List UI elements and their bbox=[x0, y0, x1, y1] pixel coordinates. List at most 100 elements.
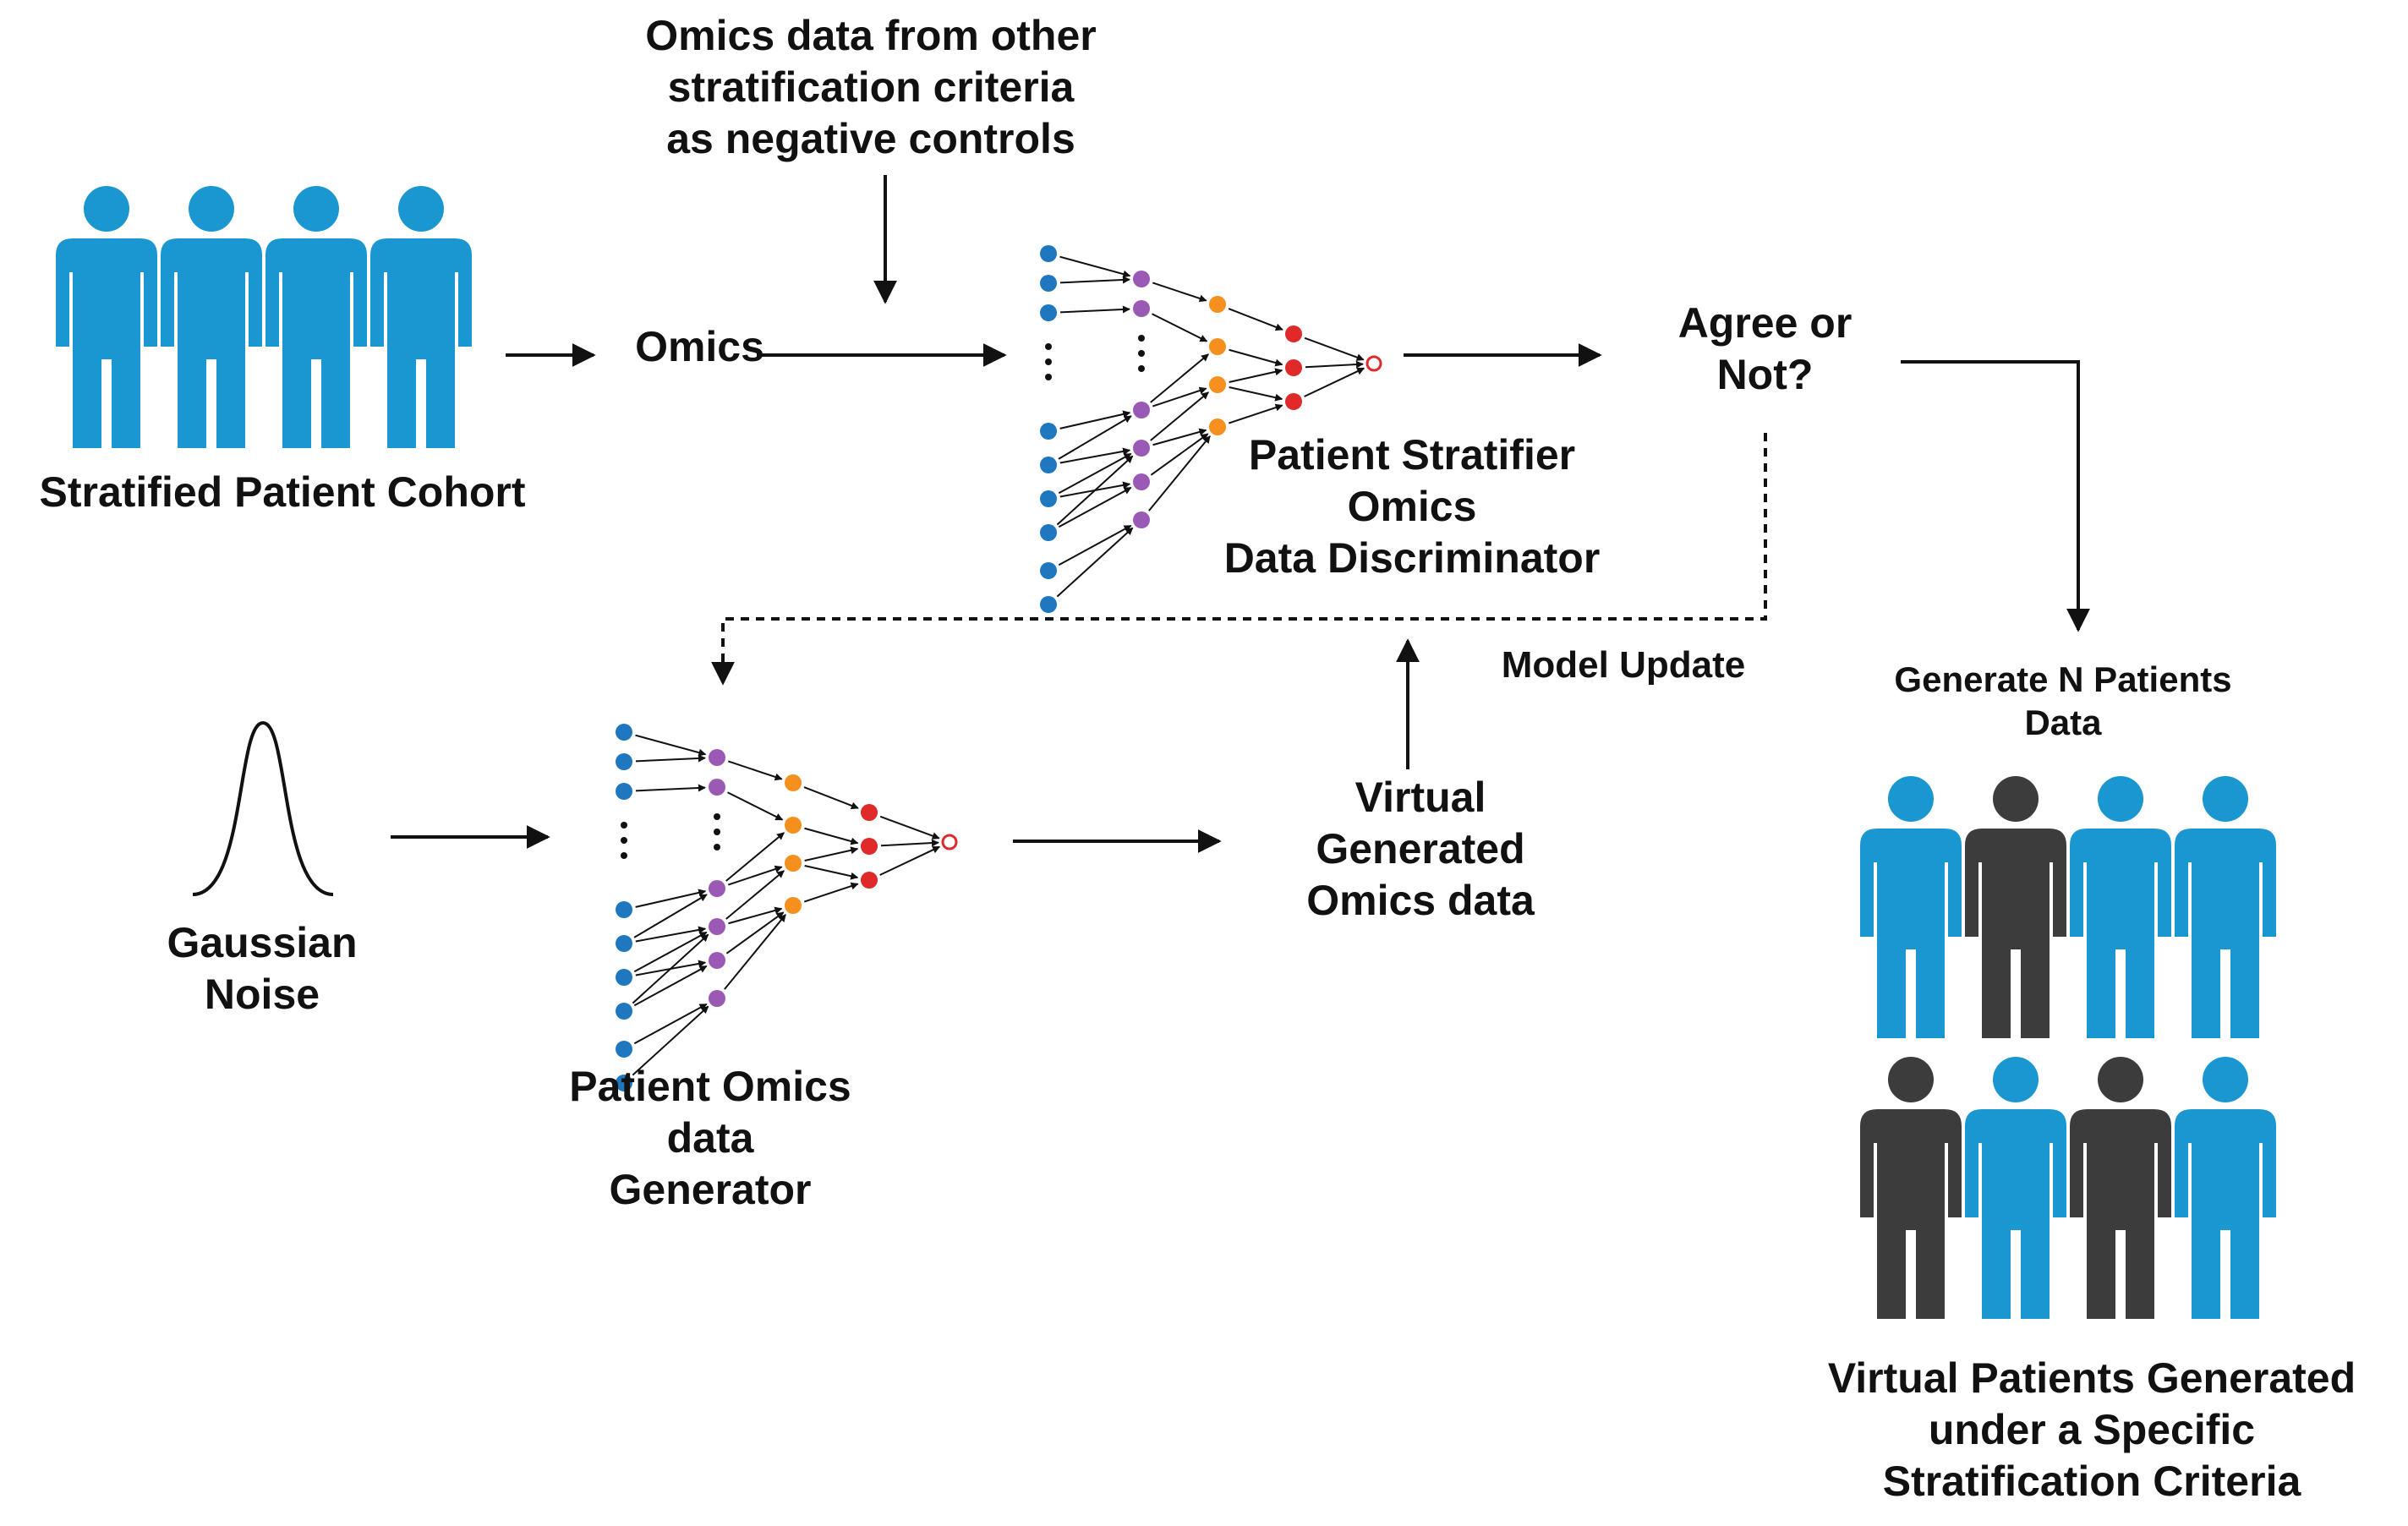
ellipsis-dot bbox=[621, 837, 627, 844]
input-node bbox=[1040, 524, 1057, 541]
hidden-node bbox=[709, 990, 725, 1007]
input-node bbox=[616, 1003, 632, 1020]
ellipsis-dot bbox=[714, 844, 720, 851]
ellipsis-dot bbox=[1138, 365, 1145, 372]
virtual-patient-blue-icon bbox=[1860, 776, 1962, 1038]
network-edge bbox=[1150, 391, 1209, 441]
hidden-node bbox=[1133, 511, 1150, 528]
hidden-node bbox=[1133, 271, 1150, 287]
input-node bbox=[1040, 490, 1057, 507]
patient-person-icon bbox=[370, 186, 472, 448]
input-node bbox=[616, 1041, 632, 1058]
network-edge bbox=[1152, 282, 1207, 303]
hidden-node bbox=[1285, 393, 1302, 410]
hidden-node bbox=[785, 774, 802, 791]
network-edge bbox=[1059, 447, 1131, 464]
network-edge bbox=[1152, 386, 1207, 407]
network-edge bbox=[804, 865, 859, 880]
hidden-node bbox=[1133, 402, 1150, 418]
network-edge bbox=[1059, 410, 1131, 429]
network-edge bbox=[880, 839, 939, 847]
negative-controls-label: Omics data from other stratification cri… bbox=[645, 12, 1097, 162]
input-node bbox=[616, 724, 632, 741]
network-edge bbox=[804, 827, 859, 845]
hidden-node bbox=[1285, 359, 1302, 376]
ellipsis-dot bbox=[1045, 343, 1052, 350]
network-edge bbox=[1304, 336, 1365, 361]
virtual-patient-blue-icon bbox=[1965, 1057, 2066, 1319]
network-edge bbox=[727, 791, 784, 821]
network-edge bbox=[879, 815, 940, 840]
model-update-dashed-arrow bbox=[711, 433, 1767, 686]
network-edge bbox=[1228, 308, 1283, 331]
ellipsis-dot bbox=[1138, 350, 1145, 357]
network-edge bbox=[635, 889, 707, 908]
ellipsis-dot bbox=[714, 813, 720, 820]
patient-person-icon bbox=[265, 186, 367, 448]
network-edge bbox=[1228, 403, 1283, 424]
hidden-node bbox=[1133, 473, 1150, 490]
network-edge bbox=[725, 870, 785, 920]
network-edge bbox=[1148, 435, 1211, 511]
network-edge bbox=[635, 926, 707, 943]
virtual-patient-blue-icon bbox=[2175, 1057, 2276, 1319]
network-edge bbox=[1056, 527, 1134, 598]
virtual-patient-blue-icon bbox=[2175, 776, 2276, 1038]
input-node bbox=[1040, 304, 1057, 321]
hidden-node bbox=[709, 749, 725, 766]
network-edge bbox=[725, 832, 785, 882]
ellipsis-dot bbox=[621, 822, 627, 829]
network-edge bbox=[724, 914, 786, 990]
hidden-node bbox=[785, 897, 802, 914]
hidden-node bbox=[1133, 440, 1150, 457]
input-node bbox=[616, 935, 632, 952]
input-node bbox=[616, 901, 632, 918]
network-edge bbox=[1152, 428, 1207, 446]
gaussian-noise-label: Gaussian Noise bbox=[167, 919, 358, 1018]
network-edge bbox=[1152, 313, 1208, 342]
virtual-patient-dark-icon bbox=[1860, 1057, 1962, 1319]
hidden-node bbox=[1209, 296, 1226, 313]
network-edge bbox=[1229, 368, 1283, 383]
network-connections bbox=[1056, 255, 1365, 598]
network-edge bbox=[803, 786, 859, 810]
agree-or-not-label: Agree or Not? bbox=[1677, 299, 1853, 398]
hidden-node bbox=[1209, 376, 1226, 393]
network-edge bbox=[1229, 386, 1283, 402]
hidden-node bbox=[785, 855, 802, 872]
network-edge bbox=[1058, 415, 1132, 460]
ellipsis-dot bbox=[1138, 335, 1145, 342]
gaussian-curve-icon bbox=[192, 720, 334, 896]
network-edge bbox=[1058, 486, 1132, 528]
network-edge bbox=[1059, 255, 1131, 278]
network-edge bbox=[633, 894, 708, 938]
network-edge bbox=[1058, 452, 1132, 495]
network-edge bbox=[1304, 367, 1365, 397]
hidden-node bbox=[861, 838, 878, 855]
ellipsis-dot bbox=[1045, 358, 1052, 365]
virtual-patients-icons bbox=[1860, 776, 2276, 1319]
hidden-node bbox=[1285, 325, 1302, 342]
network-connections bbox=[632, 734, 941, 1076]
hidden-node bbox=[861, 872, 878, 889]
network-edge bbox=[635, 734, 707, 757]
hidden-node bbox=[861, 804, 878, 821]
input-node bbox=[1040, 562, 1057, 579]
input-node bbox=[1040, 245, 1057, 262]
virtual-generated-omics-label: Virtual Generated Omics data bbox=[1306, 774, 1535, 924]
patient-person-icon bbox=[161, 186, 262, 448]
network-edge bbox=[633, 1003, 708, 1045]
network-edge bbox=[1305, 360, 1364, 369]
network-edge bbox=[1056, 455, 1134, 526]
generator-label: Patient Omics data Generator bbox=[569, 1063, 851, 1213]
hidden-node bbox=[1209, 418, 1226, 435]
network-edge bbox=[633, 965, 708, 1007]
hidden-node bbox=[1133, 300, 1150, 317]
patient-person-icon bbox=[56, 186, 157, 448]
virtual-patient-dark-icon bbox=[1965, 776, 2066, 1038]
network-edge bbox=[1059, 305, 1130, 314]
network-edge bbox=[1150, 433, 1209, 476]
input-node bbox=[616, 1075, 632, 1091]
